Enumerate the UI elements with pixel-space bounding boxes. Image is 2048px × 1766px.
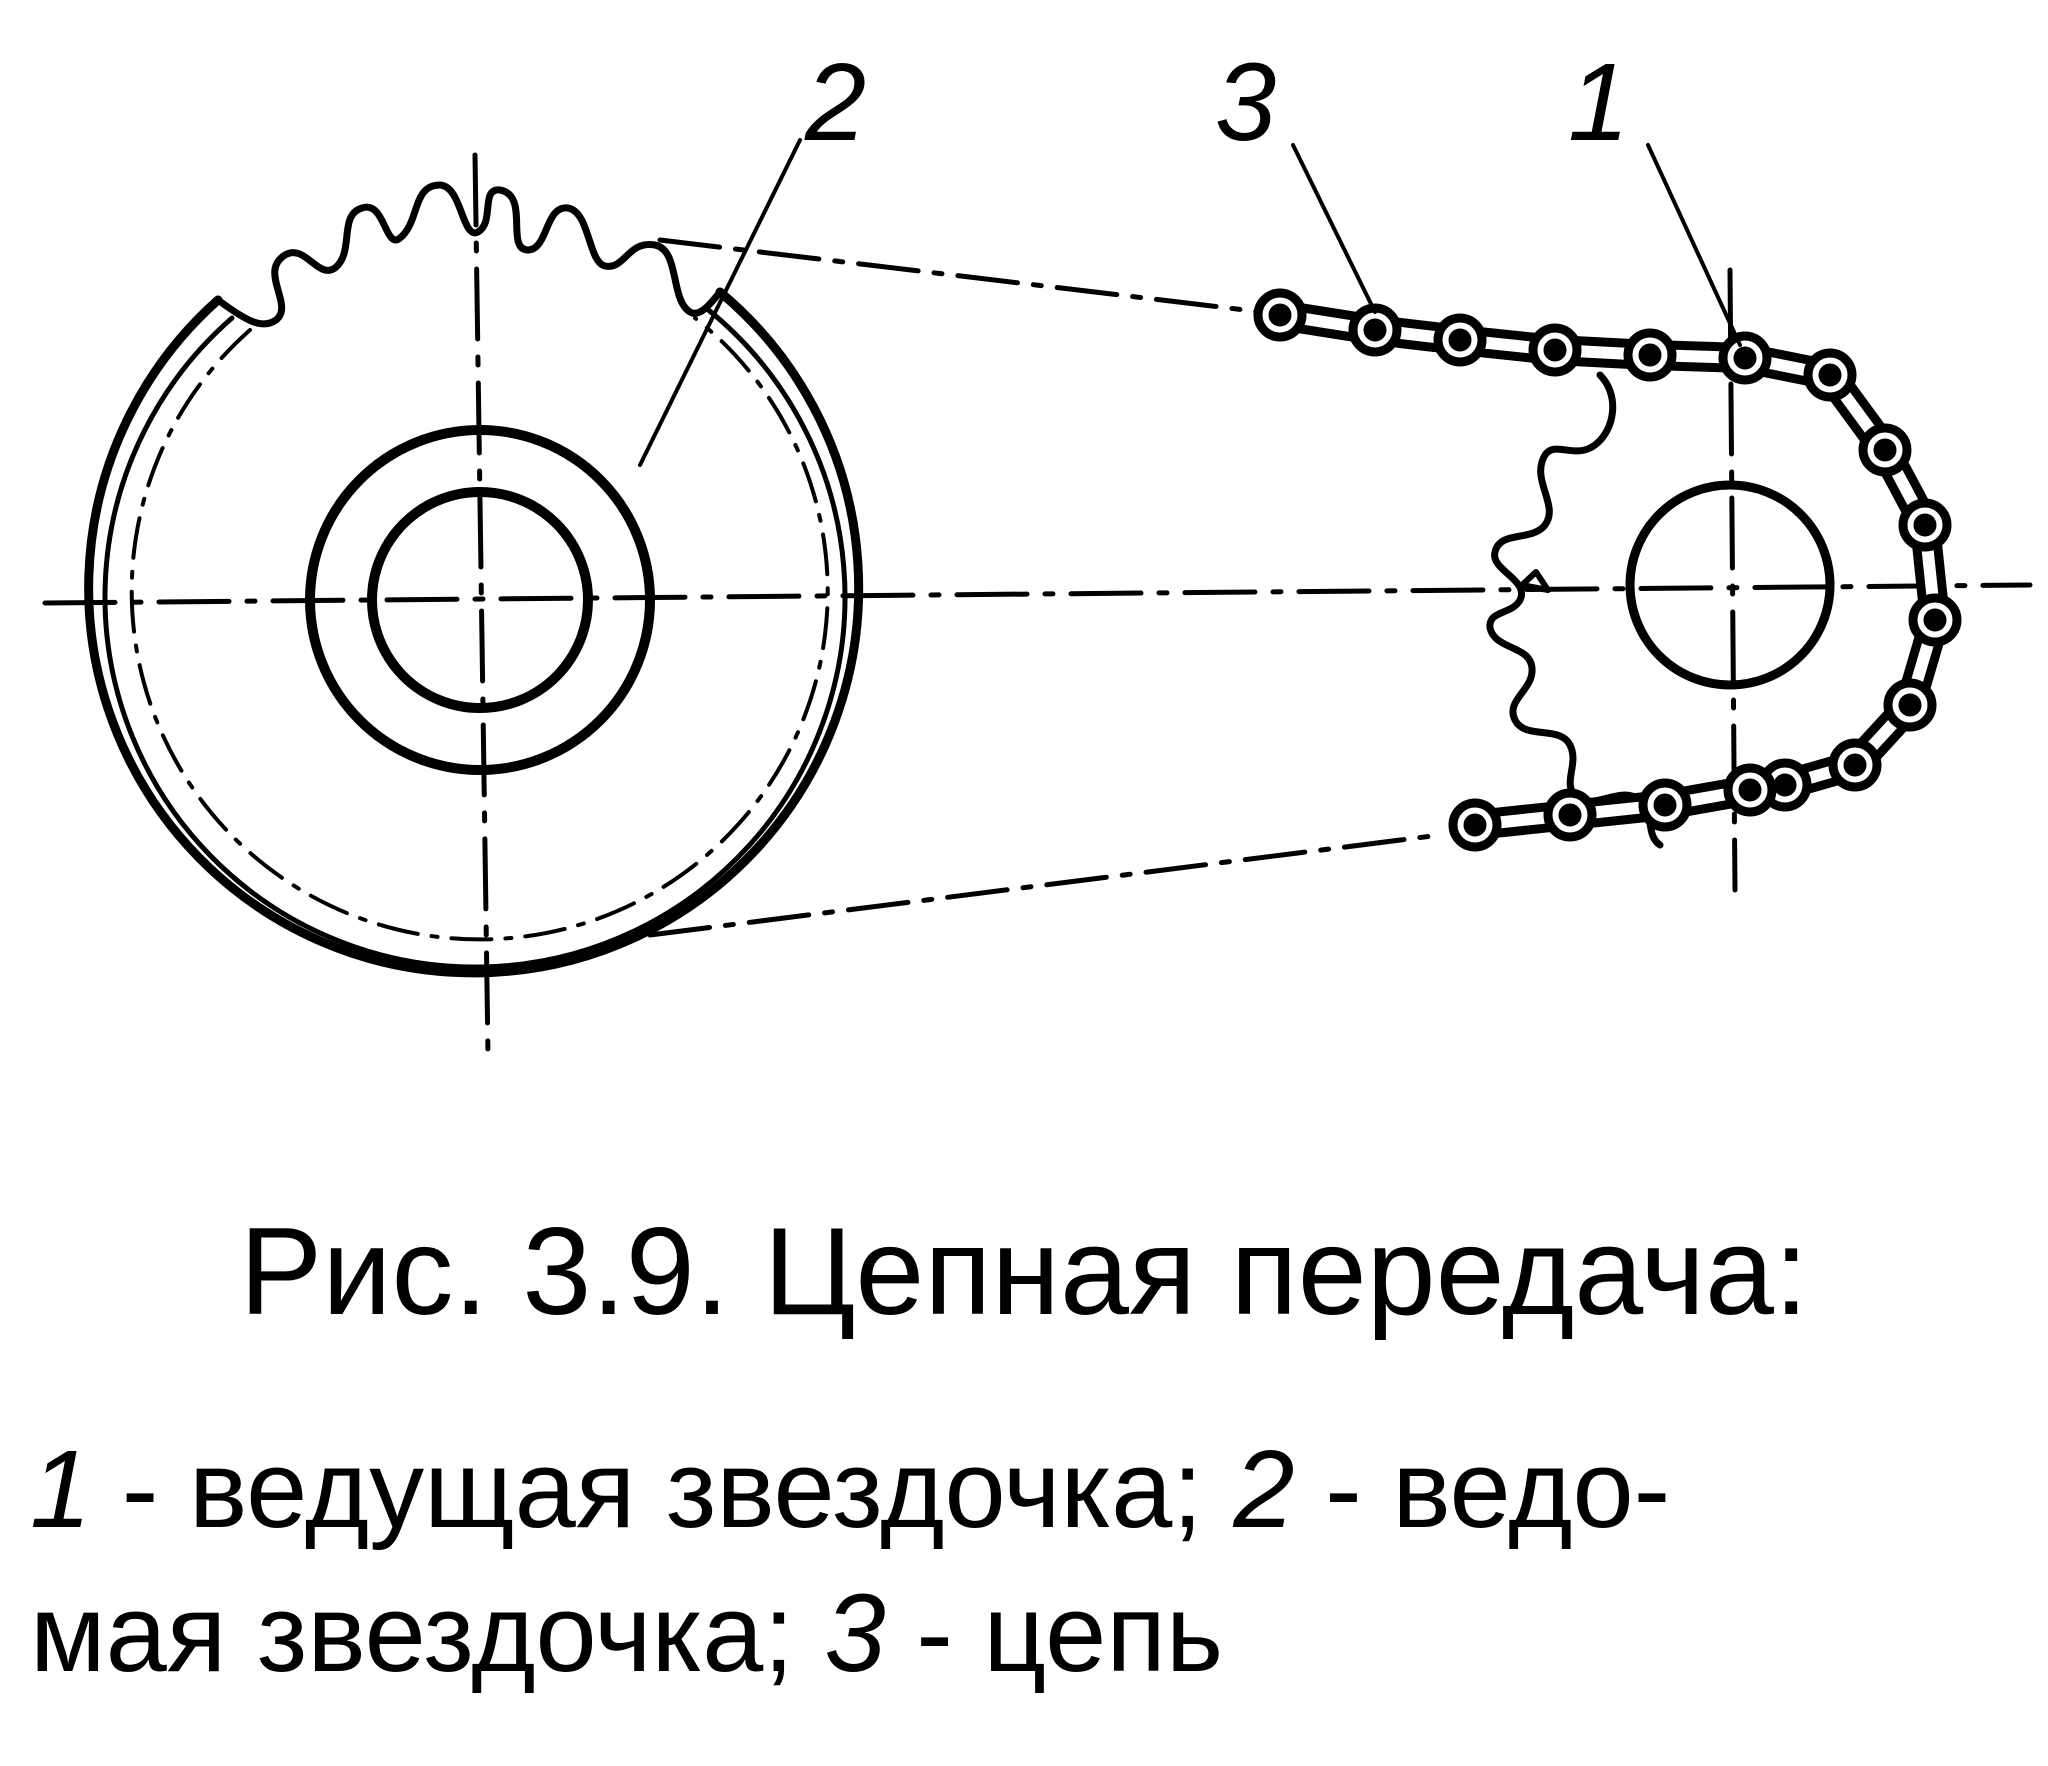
legend-line-2: мая звездочка; 3 - цепь	[30, 1562, 2020, 1706]
chain-pin	[1913, 513, 1937, 537]
chain-pin	[1558, 803, 1582, 827]
chain-rollers	[1253, 288, 1962, 852]
chain-pin	[1738, 778, 1762, 802]
leader-lines	[638, 138, 1742, 467]
leader-line-2	[638, 138, 802, 467]
chain-pin	[1638, 343, 1662, 367]
legend-text-1: - ведущая звездочка;	[91, 1428, 1234, 1551]
chain-drive-drawing	[42, 138, 2033, 1058]
legend-number-1: 1	[30, 1428, 92, 1551]
legend-number-2: 2	[1233, 1428, 1295, 1551]
legend-text-3: мая звездочка;	[30, 1572, 825, 1695]
driven-sprocket-rim-inner	[102, 305, 848, 970]
legend-number-3: 3	[824, 1572, 886, 1695]
chain-pin	[1463, 813, 1487, 837]
chain	[1253, 288, 1962, 852]
driven-sprocket	[84, 181, 864, 978]
callout-driven-sprocket: 2	[805, 41, 867, 164]
chain-pin	[1773, 773, 1797, 797]
chain-pin	[1818, 363, 1842, 387]
legend-line-1: 1 - ведущая звездочка; 2 - ведо-	[30, 1418, 2020, 1562]
driven-sprocket-pitch-circle	[129, 316, 830, 942]
leader-line-3	[1291, 143, 1377, 314]
driven-sprocket-rim-outer	[84, 287, 864, 978]
driving-sprocket-tooth-tip	[1519, 569, 1551, 593]
chain-pin	[1733, 346, 1757, 370]
chain-pin	[1363, 318, 1387, 342]
center-lines	[42, 152, 2033, 1058]
chain-pin	[1873, 438, 1897, 462]
legend-text-2: - ведо-	[1294, 1428, 1671, 1551]
figure-caption-legend: 1 - ведущая звездочка; 2 - ведо- мая зве…	[30, 1418, 2020, 1706]
chain-pin	[1843, 753, 1867, 777]
chain-pin	[1898, 693, 1922, 717]
chain-pitch-lines	[647, 237, 1443, 938]
legend-text-4: - цепь	[885, 1572, 1224, 1695]
leader-line-1	[1646, 143, 1742, 347]
chain-pin	[1653, 793, 1677, 817]
driven-sprocket-bore	[367, 487, 593, 713]
driven-sprocket-teeth	[214, 181, 724, 328]
chain-pin	[1448, 328, 1472, 352]
chain-pin	[1923, 608, 1947, 632]
chain-pin	[1268, 303, 1292, 327]
driven-sprocket-hub	[305, 425, 655, 775]
chain-pin	[1543, 338, 1567, 362]
driving-sprocket-bore	[1625, 480, 1835, 690]
callout-driving-sprocket: 1	[1568, 41, 1630, 164]
figure-caption-title: Рис. 3.9. Цепная передача:	[239, 1203, 1809, 1341]
callout-chain: 3	[1215, 41, 1277, 164]
